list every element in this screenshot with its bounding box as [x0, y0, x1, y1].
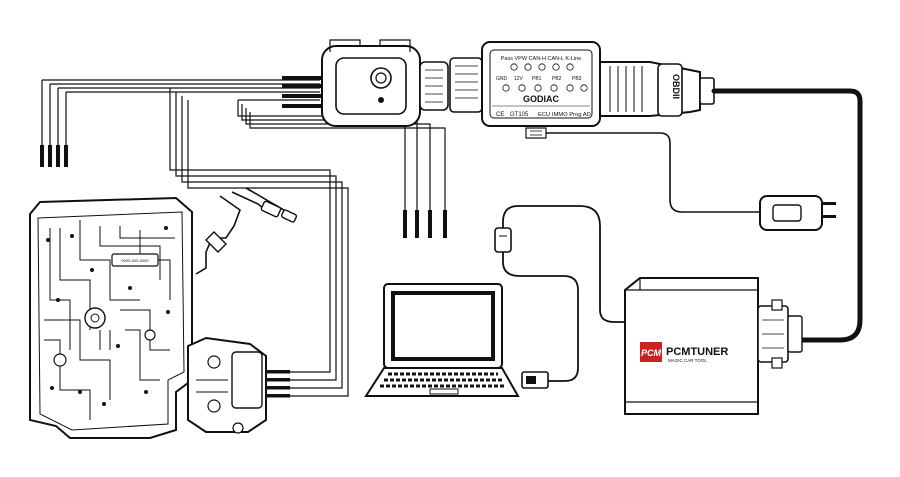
led-row-top	[510, 63, 574, 71]
pin-labels: GND 12V PB1 PB2 PB3	[496, 76, 582, 82]
ecu-lead-tips	[262, 370, 290, 398]
probe-wires-left	[41, 79, 320, 145]
ce-mark: CE	[496, 112, 504, 118]
probe-tips-left	[40, 145, 68, 167]
pin-label: GND	[496, 76, 508, 82]
power-adapter-icon	[759, 195, 836, 231]
godiac-gt105-device: Pass VPW CAN-H CAN-L K-Line GND 12V PB1 …	[449, 41, 715, 139]
pcm-badge: PCM	[641, 348, 662, 358]
godiac-desc: ECU IMMO Prog AD	[538, 112, 591, 118]
probe-tips-middle	[403, 210, 447, 238]
wire-bundle-top	[282, 76, 324, 108]
power-cable	[546, 132, 760, 213]
godiac-top-label: Pass VPW CAN-H CAN-L K-Line	[501, 56, 581, 62]
ferrite-bead	[494, 227, 512, 253]
pcmtuner-device: PCM PCMTUNER MAGIC CAR TOOL	[624, 277, 803, 415]
pin-label: PB3	[572, 76, 582, 82]
pin-label: 12V	[514, 76, 524, 82]
ecu-chip-label: 0000-000-0000	[121, 258, 149, 263]
obdii-label: OBDII	[671, 74, 681, 99]
godiac-model: GT105	[510, 112, 529, 118]
keyboard-rows	[380, 372, 506, 388]
db9-connector-icon	[757, 299, 803, 369]
obd-cable	[711, 88, 863, 343]
wires-to-ecu	[169, 88, 349, 397]
pcmtuner-brand: PCMTUNER	[666, 346, 728, 358]
laptop-icon	[364, 283, 520, 397]
godiac-brand: GODIAC	[523, 94, 560, 104]
pin-label: PB2	[552, 76, 562, 82]
led-row-bottom	[502, 84, 588, 92]
usb-cable	[502, 205, 625, 382]
ecu-board-icon: 0000-000-0000	[29, 187, 298, 439]
pin-label: PB1	[532, 76, 542, 82]
pcmtuner-tagline: MAGIC CAR TOOL	[668, 358, 707, 363]
jumper-box-icon	[321, 39, 449, 127]
usb-plug-icon	[521, 371, 549, 389]
